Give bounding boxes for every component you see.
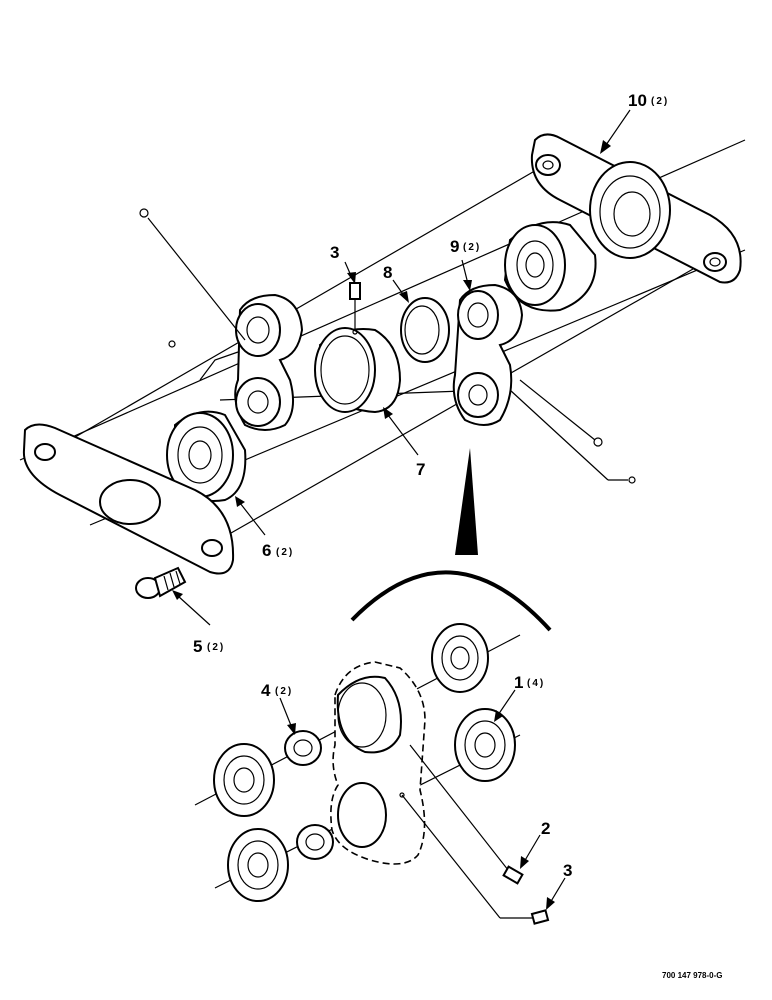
sleeve [314,327,402,414]
svg-text:3: 3 [330,243,339,262]
left-mounting-plate [22,423,235,575]
detail-magnifier [350,448,552,632]
link-arm-left [234,293,304,431]
callout-1: 1 (4) [514,673,545,692]
bearing-roller-right [503,221,597,312]
svg-text:3: 3 [563,861,572,880]
svg-text:5: 5 [193,637,202,656]
detail-view [194,623,550,925]
svg-text:(2): (2) [651,96,669,107]
svg-text:4: 4 [261,681,271,700]
grease-fitting-top [349,282,361,335]
svg-text:(2): (2) [275,686,293,697]
callout-8: 8 [383,263,392,282]
callout-4: 4 (2) [261,681,293,700]
svg-text:8: 8 [383,263,392,282]
screw [135,566,187,599]
fittings-misc [139,208,636,484]
svg-text:9: 9 [450,237,459,256]
right-mounting-plate [530,133,742,284]
callout-5: 5 (2) [193,637,225,656]
svg-text:(2): (2) [463,242,481,253]
leader-arrows [172,109,631,910]
svg-text:(2): (2) [276,547,294,558]
callout-6: 6 (2) [262,541,294,560]
svg-text:10: 10 [628,91,647,110]
svg-text:(2): (2) [207,642,225,653]
link-arm-right [452,283,524,426]
svg-text:7: 7 [416,460,425,479]
svg-text:2: 2 [541,819,550,838]
callout-3-top: 3 [330,243,339,262]
svg-text:1: 1 [514,673,523,692]
callout-10: 10 (2) [628,91,669,110]
svg-text:(4): (4) [527,678,545,689]
drawing-number: 700 147 978-0-G [662,971,723,980]
callout-2: 2 [541,819,550,838]
callout-9: 9 (2) [450,237,481,256]
callout-3-bottom: 3 [563,861,572,880]
svg-text:6: 6 [262,541,271,560]
bearing-roller-left [166,410,247,502]
callout-7: 7 [416,460,425,479]
spacer-ring [400,297,450,363]
